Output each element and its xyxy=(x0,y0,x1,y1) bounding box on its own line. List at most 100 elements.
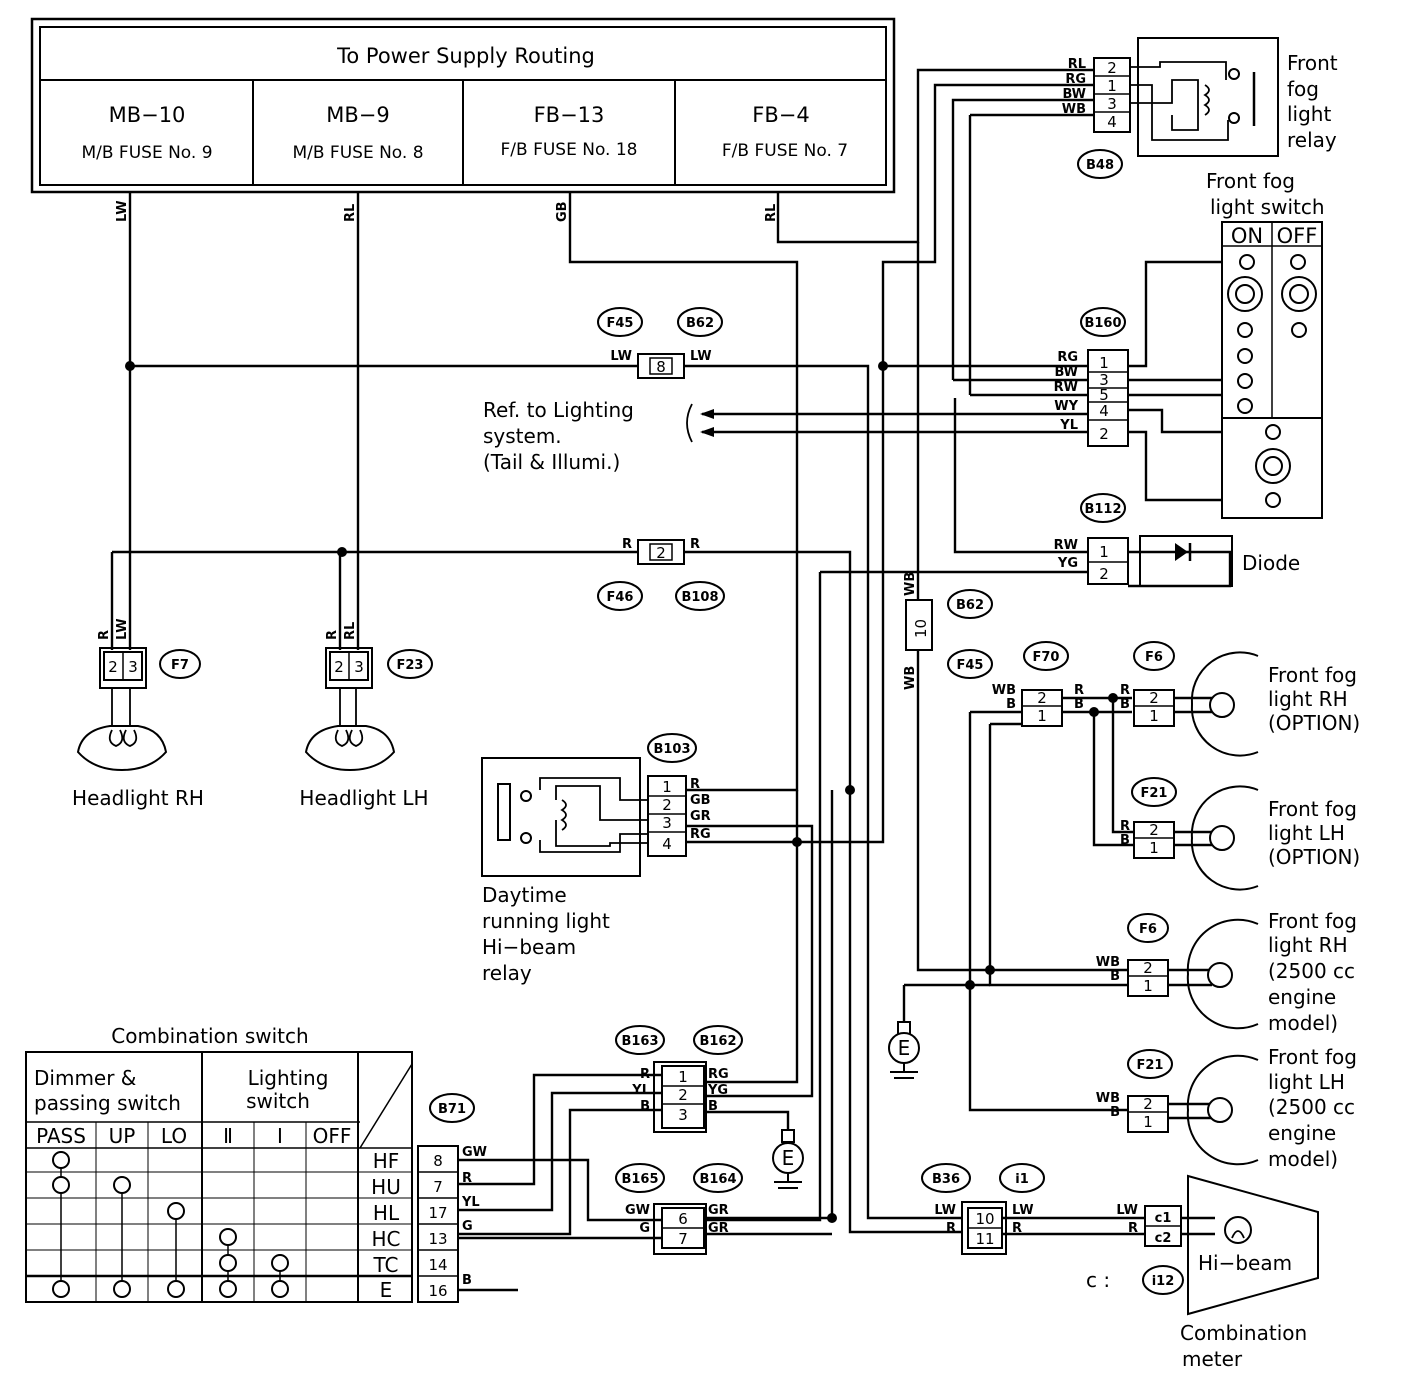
wire-label: R xyxy=(622,537,632,552)
wire-label: RG xyxy=(708,1067,729,1082)
wire-label: B xyxy=(1110,1105,1120,1120)
wire-label: B xyxy=(708,1099,718,1114)
fog-lamp-icon xyxy=(1190,785,1259,891)
pin-label: 1 xyxy=(1099,354,1109,372)
connector-id: F70 xyxy=(1033,650,1060,665)
combination-meter: c1 c2 LW R Hi−beam c : i12 Combination m… xyxy=(1086,1174,1319,1371)
connector-f45-b62: 8 LW LW F45 B62 xyxy=(597,307,723,379)
relay-label-4: relay xyxy=(1287,128,1337,152)
fuse-sub-2: M/B FUSE No. 8 xyxy=(292,143,423,163)
junctions xyxy=(125,361,1118,1223)
fog-label: Front fog xyxy=(1268,909,1357,933)
pin-label: 8 xyxy=(656,358,666,376)
col-label: UP xyxy=(109,1124,136,1148)
connector-id: B71 xyxy=(438,1102,466,1117)
lighting-label-2: switch xyxy=(246,1089,310,1113)
pin-label: 3 xyxy=(128,658,138,676)
wire-label: GR xyxy=(708,1203,729,1218)
meter-label-1: Combination xyxy=(1180,1321,1307,1345)
wire-label: RL xyxy=(343,204,358,222)
wire-label: LW xyxy=(115,618,130,640)
connector-id: i12 xyxy=(1152,1274,1175,1289)
connector-f46-b108: 2 R R F46 B108 xyxy=(597,537,725,611)
col-label: Ⅱ xyxy=(223,1124,233,1148)
ref-text-1: Ref. to Lighting xyxy=(483,398,634,422)
wire-label: RL xyxy=(1068,57,1086,72)
wire-label: LW xyxy=(115,200,130,222)
pin-label: 17 xyxy=(428,1204,447,1222)
wire-label: GR xyxy=(708,1221,729,1236)
pin-label: 1 xyxy=(662,778,672,796)
ref-text-3: (Tail & Illumi.) xyxy=(483,450,620,474)
pin-label: 2 xyxy=(678,1086,688,1104)
pin-label: 2 xyxy=(1099,425,1109,443)
row-label: E xyxy=(380,1278,393,1302)
pin-label: 2 xyxy=(1143,959,1153,977)
pin-label: 3 xyxy=(1099,371,1109,389)
ground-symbol: E xyxy=(888,1021,920,1079)
diode-label: Diode xyxy=(1242,551,1300,575)
pin-label: 1 xyxy=(1143,977,1153,995)
pin-label: 2 xyxy=(1149,821,1159,839)
fog-label: Front fog xyxy=(1268,1045,1357,1069)
wire-label: RL xyxy=(764,204,779,222)
pin-label: 2 xyxy=(1149,689,1159,707)
fog-label: light RH xyxy=(1268,687,1348,711)
connector-b62-10: 10 WB WB B62 xyxy=(903,572,993,690)
headlight-lh-label: Headlight LH xyxy=(299,786,428,810)
wire-label: R xyxy=(690,537,700,552)
wire-label: B xyxy=(1110,969,1120,984)
fog-light-rh-option: 2 1 R B F6 Front fog light RH (OPTION) xyxy=(1120,641,1360,757)
connector-id: B36 xyxy=(932,1172,960,1187)
row-label: HC xyxy=(371,1227,400,1251)
front-fog-light-relay: 2 1 3 4 RL RG BW WB B48 Front fog light … xyxy=(1062,37,1338,179)
wire-label: LW xyxy=(610,349,632,364)
wires xyxy=(110,68,1232,1292)
wire-label: R xyxy=(1074,683,1084,698)
wire-label: WB xyxy=(1062,102,1086,117)
wire-label: R xyxy=(325,630,340,640)
wire-label: LW xyxy=(1116,1203,1138,1218)
fog-label: (OPTION) xyxy=(1268,711,1360,735)
wire-label: R xyxy=(462,1171,472,1186)
connector-id: F46 xyxy=(607,590,634,605)
pin-label: 3 xyxy=(354,658,364,676)
drl-label-3: Hi−beam xyxy=(482,935,576,959)
diode-block: 1 2 RW YG Diode B112 xyxy=(1054,493,1300,587)
pin-label: 1 xyxy=(1143,1113,1153,1131)
pin-label: 8 xyxy=(433,1152,443,1170)
row-label: TC xyxy=(372,1253,398,1277)
fog-light-lh-option: 2 1 R B F21 Front fog light LH (OPTION) xyxy=(1120,777,1360,891)
connector-id: F6 xyxy=(1145,650,1163,665)
pin-label: 2 xyxy=(1037,689,1047,707)
wire-label: B xyxy=(1074,697,1084,712)
wire-label: RL xyxy=(343,622,358,640)
wire-label: RG xyxy=(1057,350,1078,365)
connector-id: i1 xyxy=(1015,1172,1029,1187)
fuse-name-3: FB−13 xyxy=(534,103,605,127)
wire-label: GB xyxy=(690,793,711,808)
power-supply-title: To Power Supply Routing xyxy=(336,44,595,68)
pin-label: 1 xyxy=(1037,707,1047,725)
wire-label: R xyxy=(640,1067,650,1082)
wire-label: BW xyxy=(1054,365,1078,380)
connector-id: F21 xyxy=(1137,1058,1164,1073)
wire-label: R xyxy=(97,630,112,640)
wire-label: RG xyxy=(690,827,711,842)
wire-label: GB xyxy=(555,201,570,222)
fog-label: light RH xyxy=(1268,933,1348,957)
c-prefix: c : xyxy=(1086,1268,1110,1292)
fog-label: (2500 cc xyxy=(1268,1095,1355,1119)
pin-label: 3 xyxy=(662,814,672,832)
drl-label-1: Daytime xyxy=(482,883,567,907)
arrow-left-icon xyxy=(700,427,714,437)
wire-label: B xyxy=(1120,697,1130,712)
wire-label: B xyxy=(1006,697,1016,712)
connector-id: B103 xyxy=(653,742,690,757)
pin-label: 4 xyxy=(662,835,672,853)
fog-label: light LH xyxy=(1268,821,1345,845)
connector-id: F45 xyxy=(957,658,984,673)
dimmer-label-2: passing switch xyxy=(34,1091,181,1115)
wire-label: BW xyxy=(1062,87,1086,102)
fog-lamp-icon xyxy=(1190,651,1259,757)
